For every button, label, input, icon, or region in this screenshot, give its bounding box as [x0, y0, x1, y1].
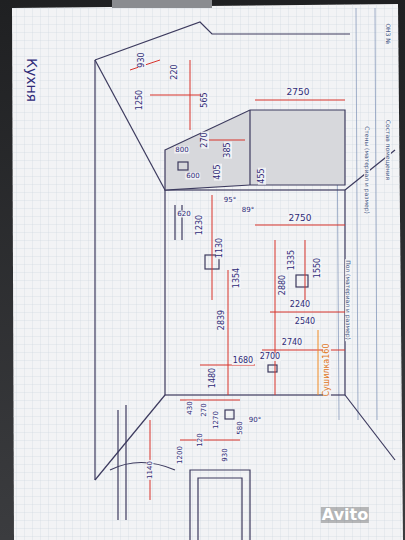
dimension: 620: [176, 211, 191, 218]
dimension: 1354: [233, 267, 241, 289]
dimension: 455: [258, 167, 266, 184]
dimension: 800: [174, 147, 189, 154]
dimension: 930: [138, 51, 146, 68]
dimension: 270: [201, 402, 208, 417]
dimension: 2750: [288, 214, 313, 223]
dimension: 220: [171, 63, 179, 80]
form-field: Состав помещения: [385, 119, 391, 181]
dimension: 2839: [218, 309, 226, 331]
dimension: 385: [224, 141, 232, 158]
dimension: 2880: [279, 274, 287, 296]
dimension: 2740: [281, 339, 303, 347]
dimension: 120: [197, 432, 204, 447]
dimension: 565: [201, 91, 209, 108]
form-field: Пол (материал и размер): [345, 259, 351, 341]
dimension: 430: [187, 400, 194, 415]
dimension: 405: [214, 163, 222, 180]
dimension: 1335: [288, 249, 296, 271]
dimension: 1270: [213, 410, 220, 430]
dimension: 1680: [232, 357, 254, 365]
dimension: 1550: [314, 257, 322, 279]
form-field: Стены (материал и размер): [364, 125, 370, 215]
form-field: ОНЗ №: [385, 22, 391, 45]
dimension: 1140: [147, 460, 154, 480]
dimension: 2240: [289, 301, 311, 309]
note: Сушилка160: [323, 343, 331, 398]
room-name: Кухня: [25, 57, 39, 103]
angle: 95°: [223, 197, 237, 204]
watermark: Avito: [321, 507, 369, 523]
dimension: 1480: [209, 367, 217, 389]
dimension: 930: [222, 447, 229, 462]
dimension: 1200: [177, 445, 184, 465]
dimension: 1130: [216, 237, 224, 259]
dimension: 1230: [196, 214, 204, 236]
dimension: 2750: [286, 88, 311, 97]
angle: 90°: [248, 417, 262, 424]
dimension: 600: [185, 173, 200, 180]
dimension: 2700: [259, 353, 281, 361]
angle: 89°: [241, 207, 255, 214]
dimension: 1250: [136, 89, 144, 111]
dimension: 580: [237, 420, 244, 435]
dimension: 2540: [294, 318, 316, 326]
dimension: 270: [201, 131, 209, 148]
